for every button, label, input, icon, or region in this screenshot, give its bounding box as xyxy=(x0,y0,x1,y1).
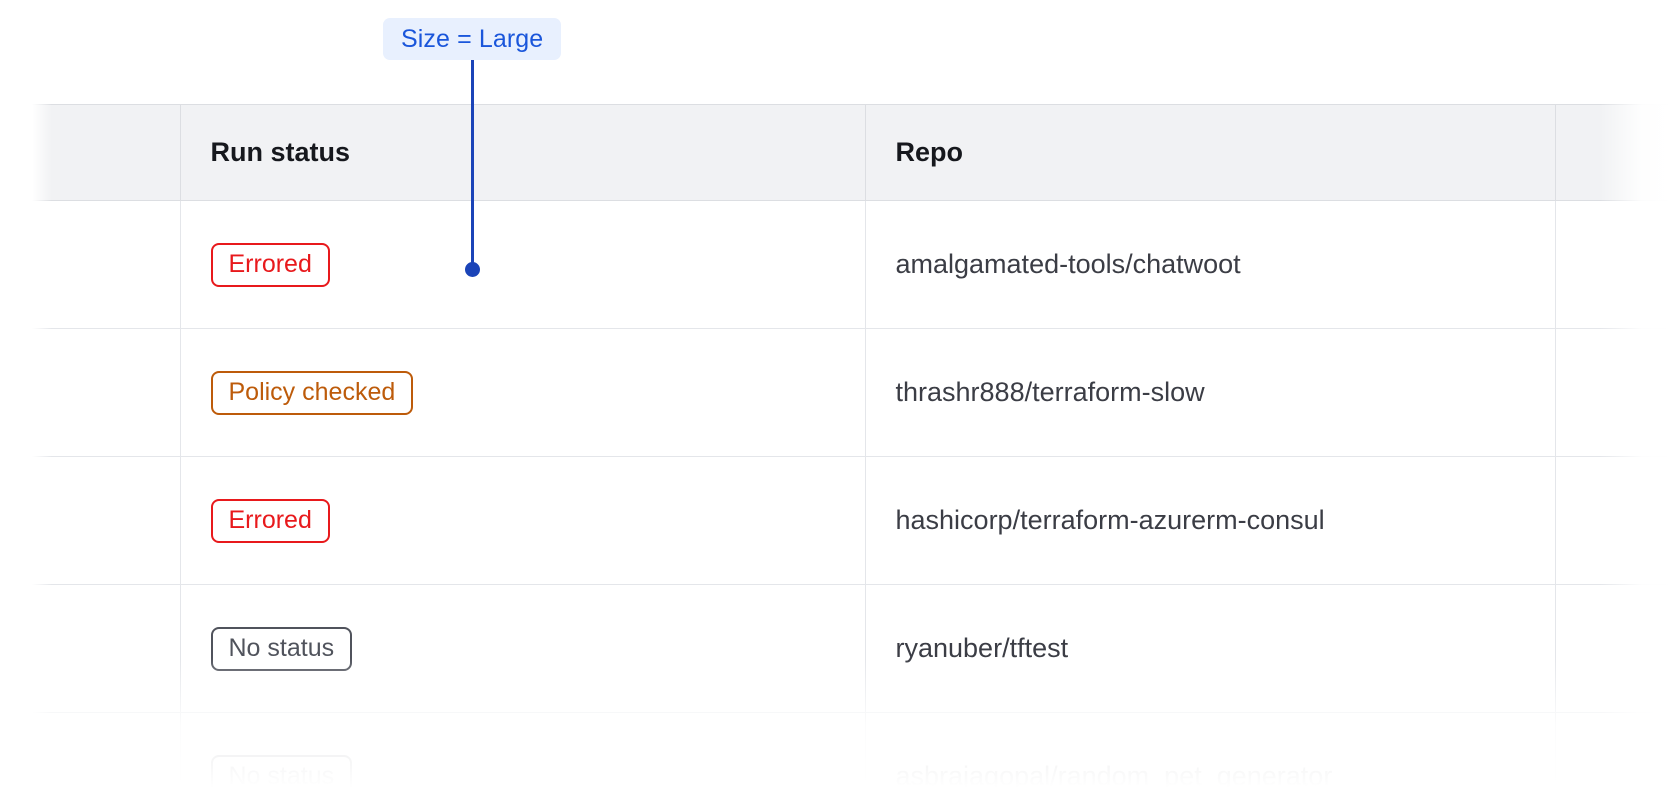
table-row[interactable]: Errored amalgamated-tools/chatwoot xyxy=(0,200,1672,329)
row-tail-cell xyxy=(1555,584,1672,713)
row-run-status-cell: Policy checked xyxy=(180,328,866,457)
column-header-select[interactable] xyxy=(0,104,181,201)
table-row[interactable]: Policy checked thrashr888/terraform-slow xyxy=(0,328,1672,457)
data-table-container[interactable]: Run status Repo Errored amalgamated-tool… xyxy=(0,104,1672,788)
row-select-cell[interactable] xyxy=(0,712,181,788)
runs-table: Run status Repo Errored amalgamated-tool… xyxy=(0,104,1672,788)
row-repo-cell[interactable]: ryanuber/tftest xyxy=(865,584,1556,713)
row-run-status-cell: No status xyxy=(180,712,866,788)
table-body: Errored amalgamated-tools/chatwoot Polic… xyxy=(0,200,1672,788)
row-select-cell[interactable] xyxy=(0,328,181,457)
column-header-run-status[interactable]: Run status xyxy=(180,104,866,201)
annotation-badge[interactable]: Size = Large xyxy=(383,18,562,60)
row-run-status-cell: Errored xyxy=(180,456,866,585)
column-header-repo[interactable]: Repo xyxy=(865,104,1556,201)
status-badge[interactable]: No status xyxy=(210,626,353,671)
table-row[interactable]: No status asbrajagopal/random_pet_genera… xyxy=(0,712,1672,788)
row-tail-cell xyxy=(1555,200,1672,329)
top-whitespace xyxy=(0,0,1672,104)
table-row[interactable]: Errored hashicorp/terraform-azurerm-cons… xyxy=(0,456,1672,585)
row-repo-cell[interactable]: asbrajagopal/random_pet_generator xyxy=(865,712,1556,788)
row-repo-cell[interactable]: hashicorp/terraform-azurerm-consul xyxy=(865,456,1556,585)
status-badge[interactable]: No status xyxy=(210,754,353,788)
column-header-tail[interactable] xyxy=(1555,104,1672,201)
row-select-cell[interactable] xyxy=(0,584,181,713)
row-tail-cell xyxy=(1555,456,1672,585)
row-repo-cell[interactable]: thrashr888/terraform-slow xyxy=(865,328,1556,457)
row-tail-cell xyxy=(1555,328,1672,457)
row-repo-cell[interactable]: amalgamated-tools/chatwoot xyxy=(865,200,1556,329)
row-select-cell[interactable] xyxy=(0,456,181,585)
row-tail-cell xyxy=(1555,712,1672,788)
table-header: Run status Repo xyxy=(0,104,1672,201)
table-row[interactable]: No status ryanuber/tftest xyxy=(0,584,1672,713)
status-badge[interactable]: Policy checked xyxy=(210,370,414,415)
table-header-row: Run status Repo xyxy=(0,104,1672,201)
row-run-status-cell: Errored xyxy=(180,200,866,329)
row-select-cell[interactable] xyxy=(0,200,181,329)
status-badge[interactable]: Errored xyxy=(210,242,330,287)
status-badge[interactable]: Errored xyxy=(210,498,330,543)
row-run-status-cell: No status xyxy=(180,584,866,713)
